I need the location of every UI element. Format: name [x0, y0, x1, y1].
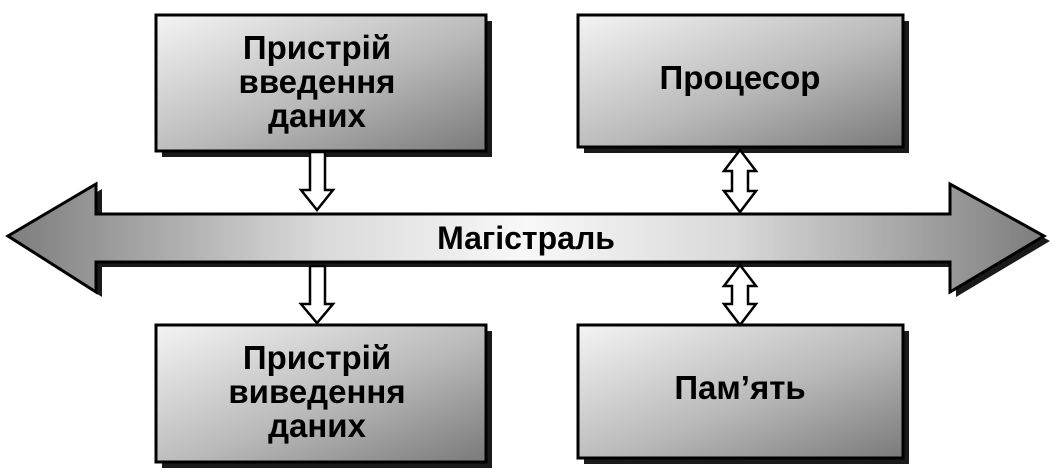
output-device-block: Пристрій виведення даних: [154, 323, 492, 468]
memory-label: Пам’ять: [674, 369, 805, 406]
bus-to-output-arrow-icon: [298, 264, 336, 325]
processor-label: Процесор: [660, 59, 821, 96]
input-device-label-line-1: Пристрій: [243, 29, 391, 66]
memory-bus-double-arrow-icon: [721, 262, 759, 328]
output-device-block-box: [154, 323, 488, 464]
processor-block: Процесор: [576, 13, 909, 153]
output-device-label-line-3: даних: [268, 407, 367, 444]
bus-arrow-body: [5, 181, 1048, 295]
memory-block: Пам’ять: [576, 323, 909, 464]
output-device-label-line-1: Пристрій: [243, 339, 391, 376]
output-device-label-line-2: виведення: [228, 373, 405, 410]
input-device-label-line-3: даних: [268, 97, 367, 134]
processor-block-box: [576, 13, 905, 149]
bus-label: Магістраль: [437, 220, 615, 256]
input-device-block: Пристрій введення даних: [154, 13, 492, 157]
input-device-label-line-2: введення: [239, 63, 396, 100]
input-to-bus-arrow-icon: [298, 150, 336, 213]
processor-bus-double-arrow-icon: [721, 147, 759, 215]
input-device-block-box: [154, 13, 488, 153]
bus-arrow: Магістраль: [5, 181, 1050, 297]
